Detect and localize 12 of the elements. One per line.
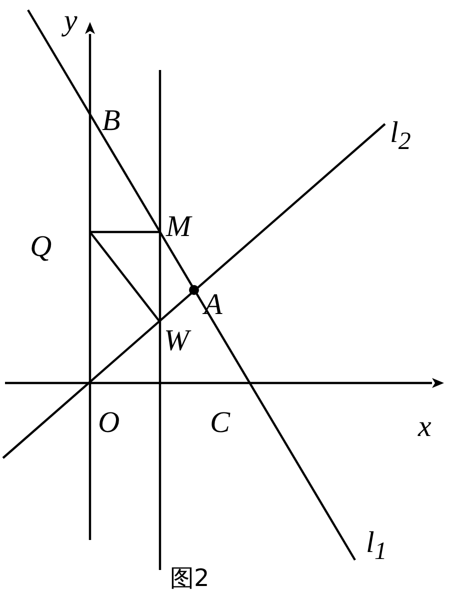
point-label: O	[98, 408, 120, 438]
line-label: l$_{1}$	[366, 528, 387, 564]
point-label: B	[102, 106, 120, 136]
figure-caption: 图2	[170, 566, 210, 590]
point-label: W	[164, 326, 189, 356]
point-label: A	[204, 290, 222, 320]
axis-label: y	[64, 6, 78, 36]
point-label: Q	[30, 232, 52, 262]
axis-label: x	[418, 412, 432, 442]
point-label: C	[210, 408, 230, 438]
point-label: M	[166, 212, 191, 242]
line-label: l$_{2}$	[390, 118, 411, 154]
